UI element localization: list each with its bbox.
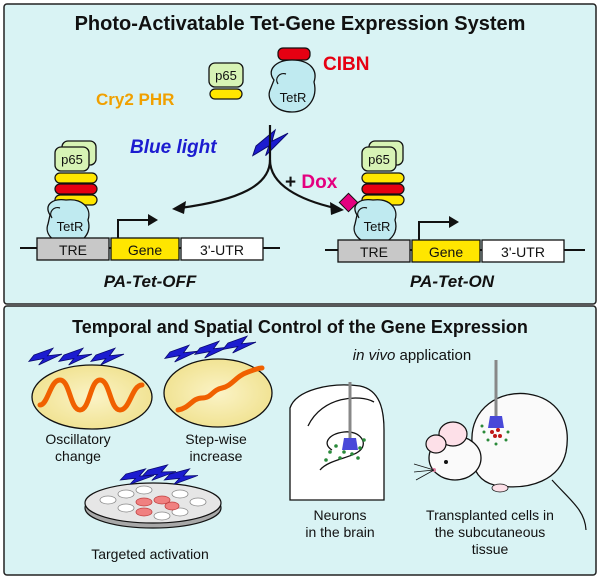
arrow-to-on <box>268 159 336 210</box>
brain-slice-illustration <box>289 382 385 501</box>
stepwise-label-1: Step-wise <box>185 431 247 447</box>
cry2-yellow-block <box>209 88 243 100</box>
cibn-red-block <box>277 47 311 61</box>
stepwise-illustration <box>163 329 273 428</box>
cibn-label: CIBN <box>323 54 369 75</box>
targeted-dish-illustration <box>84 456 222 529</box>
cry2-phr-label: Cry2 PHR <box>96 90 174 109</box>
stepwise-label-2: increase <box>190 448 243 464</box>
pa-tet-on-label: PA-Tet-ON <box>410 272 495 291</box>
top-panel-title: Photo-Activatable Tet-Gene Expression Sy… <box>75 13 526 35</box>
gene-label-on: Gene <box>429 244 463 260</box>
in-vivo-rest: application <box>395 347 471 364</box>
transplanted-label-2: the subcutaneous <box>435 524 546 540</box>
oscillatory-label-2: change <box>55 448 101 464</box>
bottom-panel-title: Temporal and Spatial Control of the Gene… <box>72 317 528 337</box>
p65-domain <box>208 62 244 88</box>
complex-off: p65 TetR <box>46 140 98 245</box>
blue-light-label: Blue light <box>130 137 217 158</box>
utr-label-off: 3'-UTR <box>200 242 244 258</box>
p65-label-on: p65 <box>368 152 390 167</box>
in-vivo-italic: in vivo <box>353 347 396 364</box>
tre-label-off: TRE <box>59 242 87 258</box>
p65-label-off: p65 <box>61 152 83 167</box>
p65-label: p65 <box>215 68 237 83</box>
dox-diamond-icon <box>338 192 359 213</box>
targeted-label: Targeted activation <box>91 546 209 562</box>
utr-label-on: 3'-UTR <box>501 244 545 260</box>
tetr-protein <box>268 59 316 113</box>
tetr-label: TetR <box>280 90 307 105</box>
transplanted-label-1: Transplanted cells in <box>426 507 554 523</box>
oscillatory-illustration <box>28 341 153 430</box>
neurons-label-1: Neurons <box>314 507 367 523</box>
construct-on: TRE Gene 3'-UTR <box>325 216 585 263</box>
tetr-label-off: TetR <box>57 219 84 234</box>
neurons-label-2: in the brain <box>305 524 374 540</box>
gene-label-off: Gene <box>128 242 162 258</box>
tetr-label-on: TetR <box>364 219 391 234</box>
in-vivo-heading: in vivo application <box>353 347 471 364</box>
top-panel <box>3 3 597 305</box>
tre-label-on: TRE <box>360 244 388 260</box>
complex-on: p65 TetR <box>338 140 405 245</box>
pa-tet-off-label: PA-Tet-OFF <box>104 272 197 291</box>
mouse-illustration <box>413 360 587 531</box>
transplanted-label-3: tissue <box>472 541 509 557</box>
oscillatory-label-1: Oscillatory <box>45 431 110 447</box>
dox-label: + Dox <box>285 172 338 193</box>
construct-off: TRE Gene 3'-UTR <box>20 214 280 261</box>
